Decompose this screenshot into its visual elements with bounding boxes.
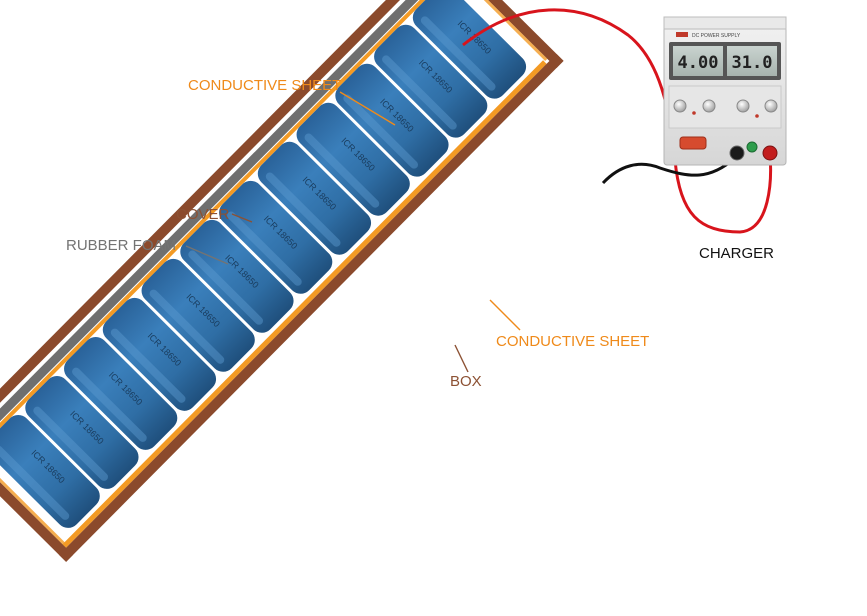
leader-conductive-bottom xyxy=(489,299,521,331)
psu-badge xyxy=(676,32,688,37)
psu-display-left-value: 4.00 xyxy=(678,53,719,73)
box-bottom-wall xyxy=(59,53,564,562)
psu-led-2 xyxy=(755,114,759,118)
battery-cell: ICR 18650 xyxy=(0,414,100,528)
label-conductive-sheet-top: CONDUCTIVE SHEET xyxy=(188,77,342,94)
battery-cell: ICR 18650 xyxy=(64,336,178,450)
psu-display-right-value: 31.0 xyxy=(732,53,773,73)
battery-cell-highlight xyxy=(149,289,225,364)
psu-terminal-red[interactable] xyxy=(762,145,778,161)
battery-cell-body xyxy=(141,258,255,372)
psu-display-right xyxy=(727,46,777,76)
psu-power-button[interactable] xyxy=(679,136,707,150)
battery-cell-body xyxy=(25,375,139,489)
conductive-glow-left xyxy=(0,465,67,546)
power-supply-unit: DC POWER SUPPLY 4.00 31.0 xyxy=(663,16,787,166)
battery-cell-body xyxy=(412,0,527,99)
label-box: BOX xyxy=(450,373,482,390)
psu-terminal-black[interactable] xyxy=(729,145,745,161)
label-conductive-sheet-bottom: CONDUCTIVE SHEET xyxy=(496,333,650,350)
box-right-wall xyxy=(466,0,564,69)
battery-cell-highlight xyxy=(343,94,419,169)
battery-cell-highlight xyxy=(110,328,186,403)
psu-terminal-green[interactable] xyxy=(746,141,758,153)
conductive-sheet-top xyxy=(0,0,451,451)
psu-top-strip xyxy=(663,16,787,30)
battery-cell-highlight xyxy=(188,250,264,325)
psu-display-left xyxy=(673,46,723,76)
battery-cell-body xyxy=(64,336,178,450)
psu-knob-2[interactable] xyxy=(702,99,716,113)
leader-conductive-top xyxy=(339,91,396,126)
rubber-foam-layer xyxy=(0,0,451,451)
battery-cell-body xyxy=(180,219,294,333)
battery-cell-body xyxy=(296,102,410,216)
battery-cell: ICR 18650 xyxy=(374,24,488,138)
conductive-sheet-bottom xyxy=(62,60,547,548)
battery-cell: ICR 18650 xyxy=(180,219,294,333)
battery-cell-highlight xyxy=(33,406,108,481)
battery-cell-highlight xyxy=(420,16,496,91)
black-wire xyxy=(601,156,736,185)
battery-cell-highlight xyxy=(227,211,302,286)
battery-cell: ICR 18650 xyxy=(102,297,217,411)
battery-cell-body xyxy=(102,297,217,411)
psu-control-panel xyxy=(668,85,782,129)
battery-cell-body xyxy=(219,180,333,294)
battery-cell: ICR 18650 xyxy=(257,141,372,255)
cover-panel xyxy=(0,0,448,449)
battery-cell-body xyxy=(257,141,372,255)
label-charger: CHARGER xyxy=(699,245,775,262)
battery-cell: ICR 18650 xyxy=(296,102,410,216)
battery-cell: ICR 18650 xyxy=(25,375,139,489)
battery-cell-body xyxy=(374,24,488,138)
psu-knob-1[interactable] xyxy=(673,99,687,113)
psu-led-1 xyxy=(692,111,696,115)
battery-cell-body xyxy=(335,63,449,177)
label-rubber-foam: RUBBER FOAM xyxy=(66,237,177,254)
battery-cell: ICR 18650 xyxy=(219,180,333,294)
battery-cell-highlight xyxy=(0,445,70,520)
psu-knob-3[interactable] xyxy=(736,99,750,113)
box-left-wall xyxy=(0,465,74,562)
psu-knob-4[interactable] xyxy=(764,99,778,113)
battery-cell: ICR 18650 xyxy=(412,0,527,99)
conductive-glow-right xyxy=(467,0,548,61)
leader-cover xyxy=(231,213,253,223)
battery-cell-highlight xyxy=(72,367,147,442)
leader-rubber-foam xyxy=(185,245,229,265)
label-cover: COVER xyxy=(176,206,230,223)
battery-cell: ICR 18650 xyxy=(141,258,255,372)
battery-cell-highlight xyxy=(382,55,457,130)
battery-cell-body xyxy=(0,414,100,528)
psu-brand-text: DC POWER SUPPLY xyxy=(692,33,741,39)
battery-cell-highlight xyxy=(265,172,341,247)
battery-cell: ICR 18650 xyxy=(335,63,449,177)
leader-box xyxy=(454,344,469,373)
battery-cell-highlight xyxy=(304,133,380,208)
